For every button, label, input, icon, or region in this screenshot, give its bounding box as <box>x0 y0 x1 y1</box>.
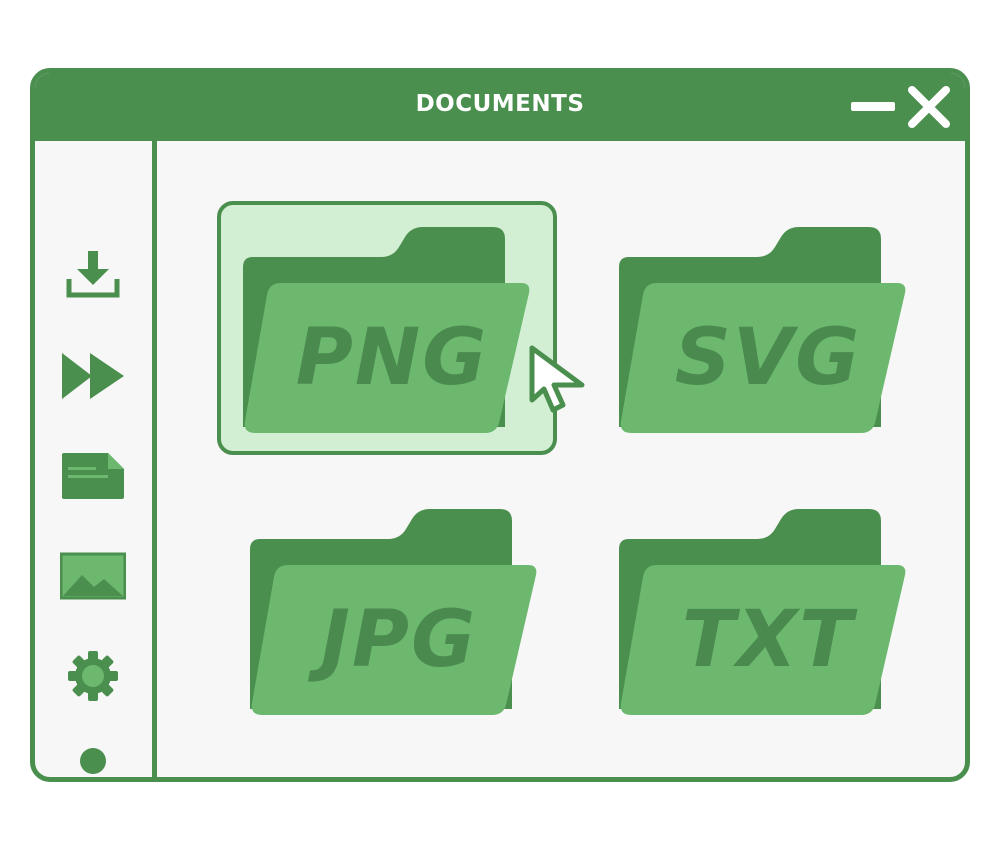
close-icon <box>908 86 950 128</box>
fast-forward-icon <box>62 353 124 399</box>
minimize-icon <box>851 102 895 111</box>
folder-label: PNG <box>295 313 489 403</box>
mouse-pointer-icon <box>529 345 585 413</box>
document-icon <box>62 453 124 499</box>
sidebar-item-settings[interactable] <box>53 641 133 711</box>
gear-icon <box>68 651 118 701</box>
folder-icon <box>619 509 906 715</box>
folder-jpg[interactable]: JPG <box>224 483 568 741</box>
folder-png[interactable]: PNG <box>217 201 561 459</box>
folder-label: SVG <box>674 313 862 403</box>
sidebar-item-user[interactable] <box>53 741 133 777</box>
minimize-button[interactable] <box>847 83 899 131</box>
sidebar <box>35 141 157 777</box>
user-icon <box>80 748 106 774</box>
folder-txt[interactable]: TXT <box>593 483 937 741</box>
folder-icon <box>619 227 906 433</box>
folder-label: TXT <box>681 595 855 685</box>
folder-label: JPG <box>320 595 478 685</box>
close-button[interactable] <box>903 83 955 131</box>
sidebar-item-fast-forward[interactable] <box>53 341 133 411</box>
title-bar[interactable]: DOCUMENTS <box>35 73 965 141</box>
sidebar-item-download[interactable] <box>53 241 133 311</box>
folder-svg[interactable]: SVG <box>593 201 937 459</box>
documents-window: DOCUMENTS <box>30 68 970 782</box>
download-icon <box>66 251 120 298</box>
window-title: DOCUMENTS <box>415 91 585 117</box>
folder-icon <box>250 509 537 715</box>
sidebar-item-documents[interactable] <box>53 441 133 511</box>
folder-icon <box>243 227 530 433</box>
image-icon <box>60 552 126 600</box>
sidebar-item-images[interactable] <box>53 541 133 611</box>
